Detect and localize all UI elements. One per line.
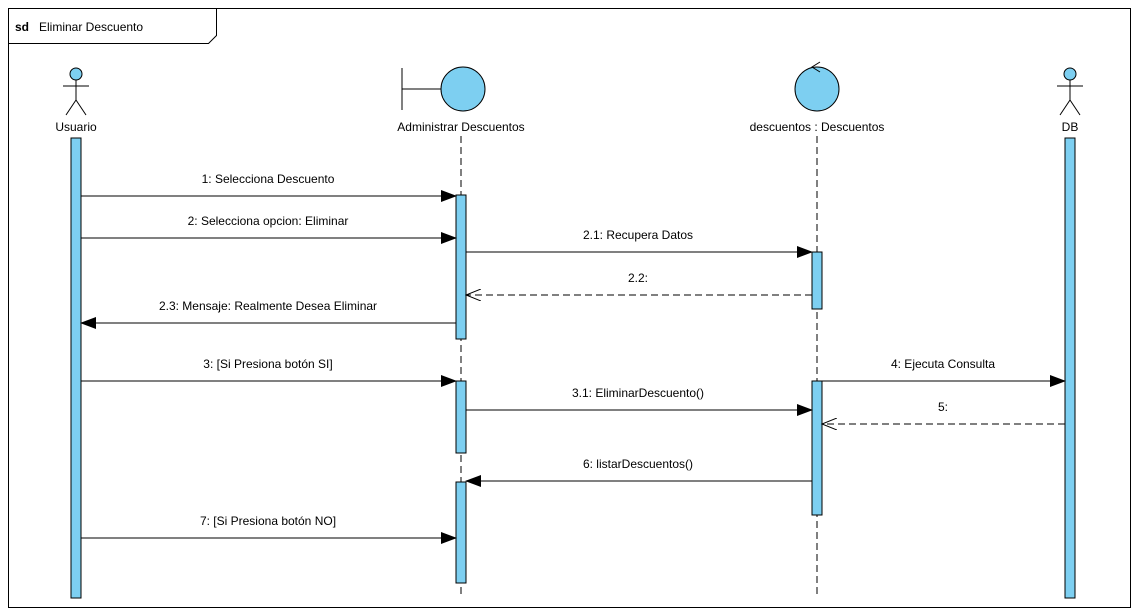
activation-usuario (70, 137, 82, 599)
message-label: 5: (938, 400, 948, 414)
activation-descuentos (811, 380, 823, 516)
actor-db-icon (1057, 67, 1083, 116)
frame-tab (8, 8, 217, 44)
message-label: 7: [Si Presiona botón NO] (200, 514, 336, 528)
message-label: 2: Selecciona opcion: Eliminar (188, 214, 349, 228)
lifeline-label-descuentos: descuentos : Descuentos (750, 120, 885, 134)
message-label: 4: Ejecuta Consulta (891, 357, 995, 371)
lifeline-label-usuario: Usuario (55, 120, 97, 134)
actor-usuario-icon (63, 67, 89, 116)
message-label: 6: listarDescuentos() (583, 457, 693, 471)
message-label: 2.3: Mensaje: Realmente Desea Eliminar (159, 299, 377, 313)
lifeline-label-db: DB (1062, 120, 1079, 134)
frame-keyword: sd (15, 20, 29, 34)
message-label: 1: Selecciona Descuento (202, 172, 335, 186)
message-label: 3: [Si Presiona botón SI] (203, 357, 332, 371)
frame-border (8, 8, 1131, 608)
message-label: 2.2: (628, 271, 648, 285)
activation-admin (455, 481, 467, 584)
message-label: 2.1: Recupera Datos (583, 228, 693, 242)
activation-admin (455, 194, 467, 340)
boundary-icon (401, 66, 486, 112)
activation-admin (455, 380, 467, 454)
message-label: 3.1: EliminarDescuento() (572, 386, 704, 400)
activation-db (1064, 137, 1076, 599)
lifeline-label-admin: Administrar Descuentos (397, 120, 524, 134)
frame-title: Eliminar Descuento (39, 20, 143, 34)
control-icon (794, 61, 840, 112)
activation-descuentos (811, 251, 823, 310)
